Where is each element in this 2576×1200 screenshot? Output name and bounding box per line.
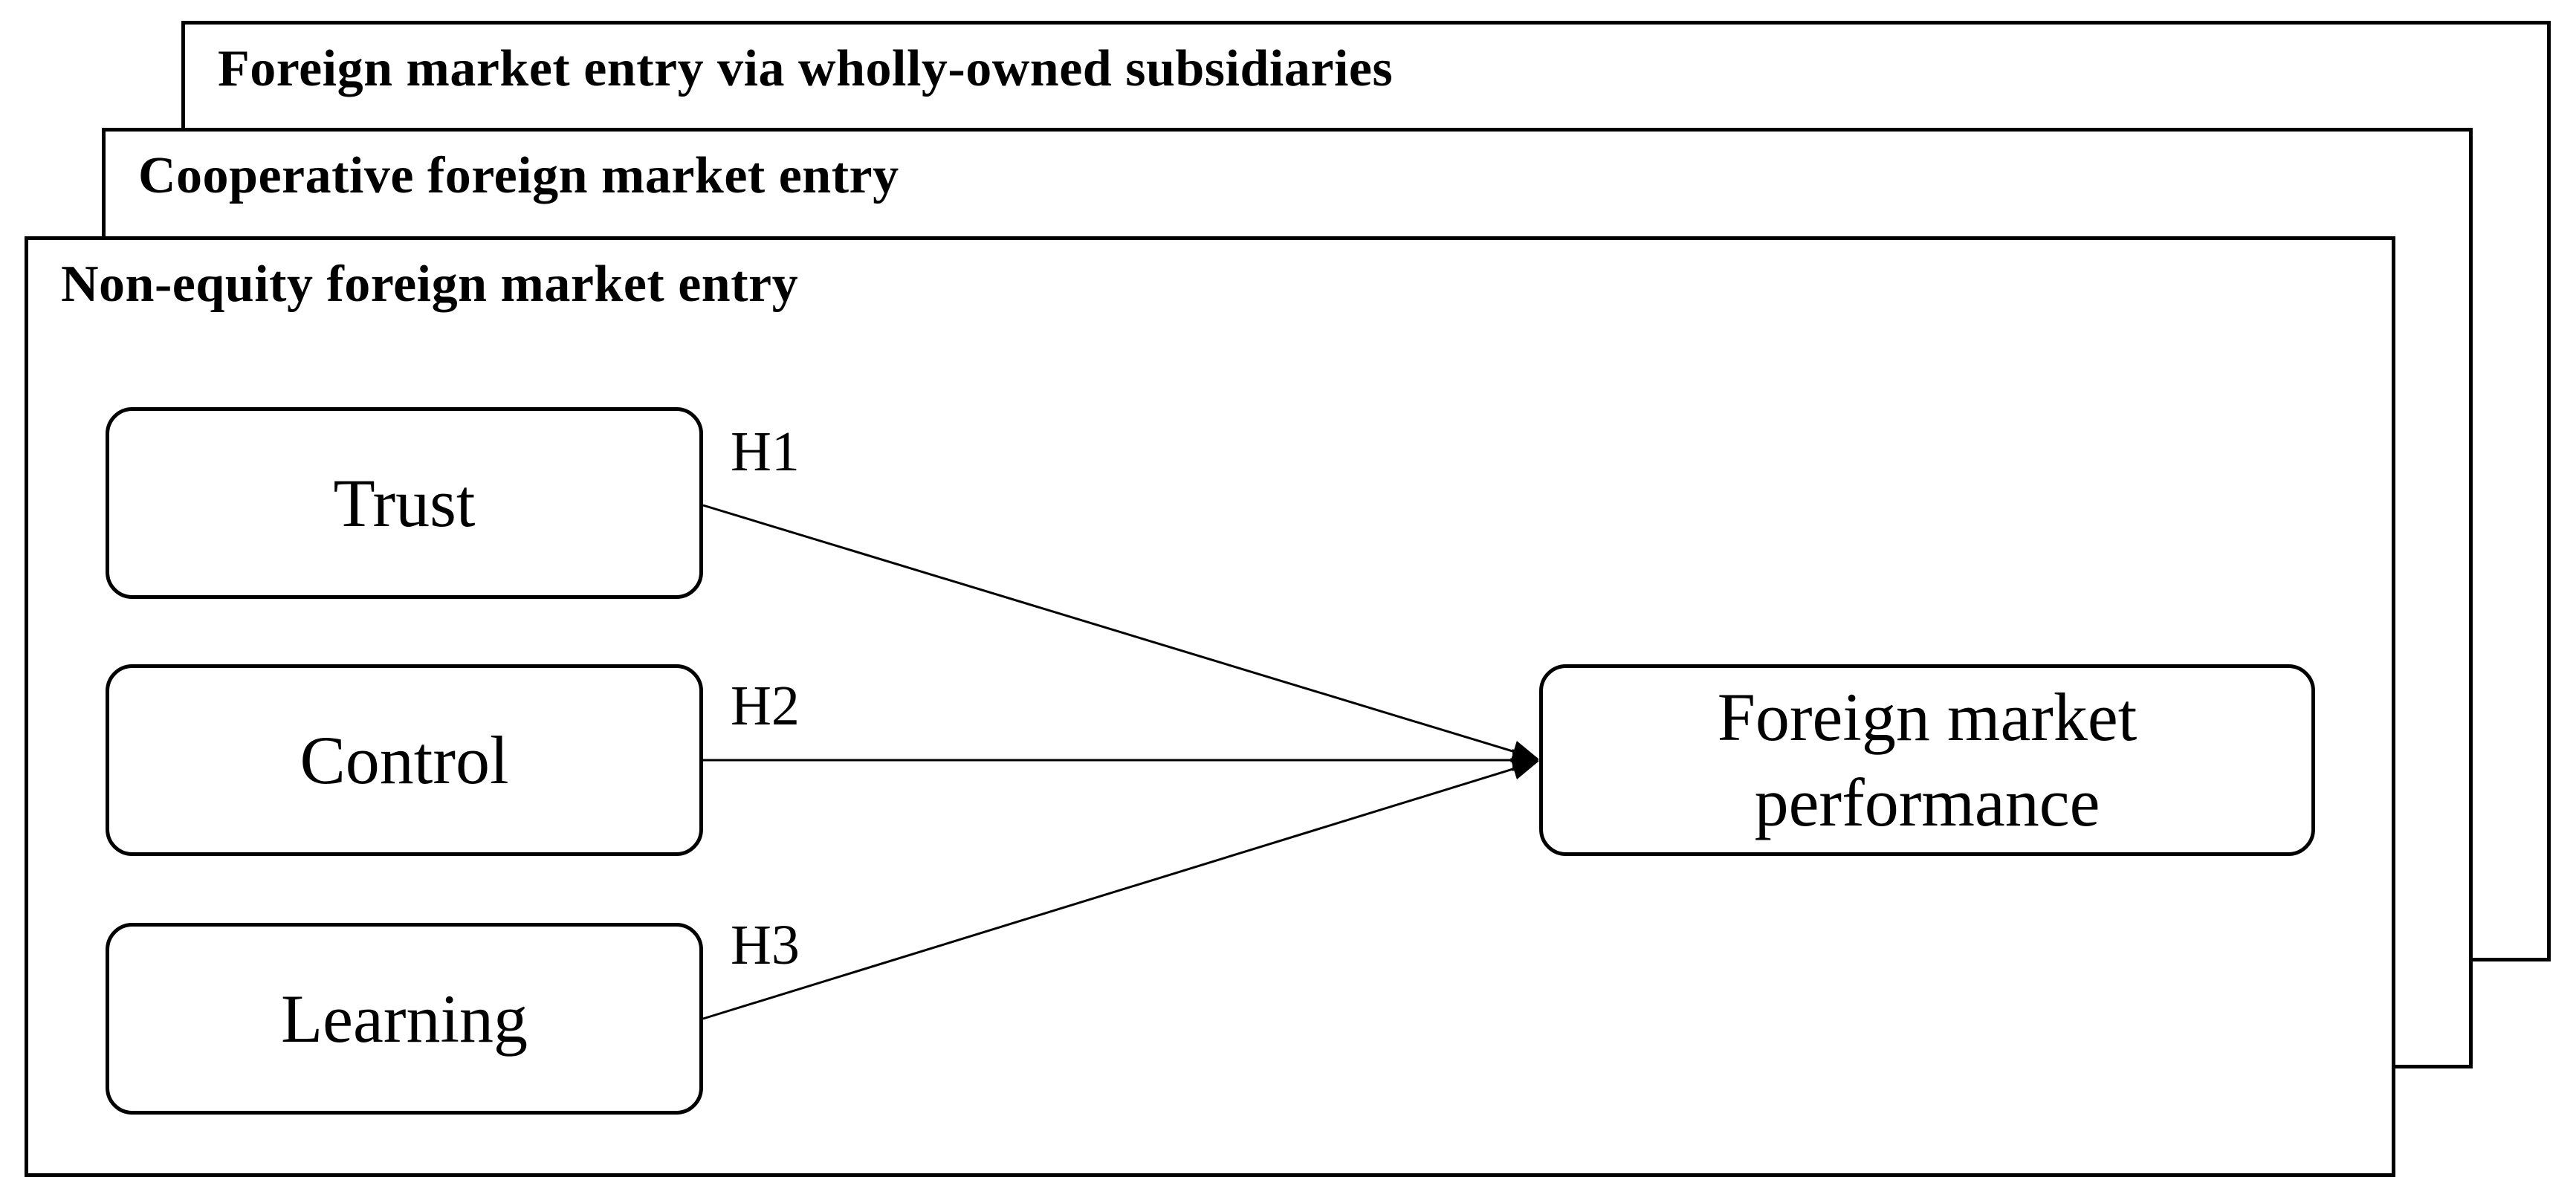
node-control: Control — [106, 664, 703, 856]
node-outcome-line-2: performance — [1754, 765, 2100, 840]
node-outcome-label: Foreign market performance — [1718, 675, 2138, 846]
hypothesis-label-h3: H3 — [731, 914, 800, 976]
node-learning-label: Learning — [280, 980, 528, 1057]
hypothesis-label-h2: H2 — [731, 675, 800, 737]
node-trust: Trust — [106, 407, 703, 599]
node-learning: Learning — [106, 923, 703, 1115]
node-outcome-line-1: Foreign market — [1717, 679, 2138, 755]
node-trust-label: Trust — [333, 464, 476, 541]
node-control-label: Control — [300, 721, 509, 798]
frame-title-cooperative: Cooperative foreign market entry — [138, 147, 899, 204]
frame-title-non-equity: Non-equity foreign market entry — [61, 256, 799, 313]
hypothesis-label-h1: H1 — [731, 421, 800, 483]
node-foreign-market-performance: Foreign market performance — [1539, 664, 2315, 856]
frame-title-wholly-owned: Foreign market entry via wholly-owned su… — [218, 40, 1394, 97]
